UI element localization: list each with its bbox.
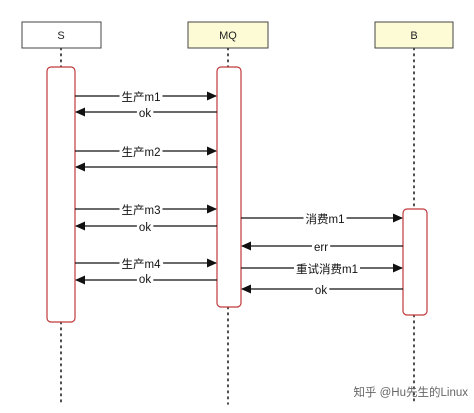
activation-mq [216,66,242,308]
message-5: 生产m3 [75,203,217,217]
message-label-background [303,212,347,226]
actor-b-label: B [410,30,417,42]
message-9: 生产m4 [75,257,217,271]
actor-s-label: S [57,30,64,42]
message-12-label: ok [315,285,327,297]
actor-s: S [21,21,102,49]
message-9-label: 生产m4 [122,257,162,271]
message-label-background [312,285,330,297]
actor-mq-box [187,21,269,49]
message-6-label: 消费m1 [306,212,345,226]
message-label-background [294,262,360,276]
message-2-label: ok [139,108,151,120]
message-label-background [119,257,164,271]
actor-b-box [374,21,454,49]
message-label-background [136,274,154,286]
message-7-label: ok [139,222,151,234]
message-8: err [241,241,403,254]
activation-b [402,208,428,316]
message-7: ok [75,221,217,234]
message-10: 重试消费m1 [241,262,403,276]
message-2: ok [75,107,217,120]
message-5-label: 生产m3 [122,203,161,217]
activation-s [46,66,76,323]
message-label-background [136,108,154,120]
message-label-background [119,145,163,159]
message-3-label: 生产m2 [122,145,161,159]
watermark-text: 知乎 @Hu先生的Linux [353,385,468,399]
message-1: 生产m1 [75,90,217,104]
actor-mq-label: MQ [219,30,237,42]
message-11: ok [75,274,217,286]
message-12: ok [241,284,403,297]
message-label-background [136,222,154,234]
message-label-background [119,90,163,104]
message-10-label: 重试消费m1 [296,262,358,276]
actor-b: B [374,21,454,49]
message-8-label: err [314,242,328,254]
message-6: 消费m1 [241,212,403,226]
actor-s-box [21,21,102,49]
actor-mq: MQ [187,21,269,49]
message-11-label: ok [139,274,151,286]
message-1-label: 生产m1 [122,90,161,104]
message-label-background [119,203,163,217]
message-3: 生产m2 [75,145,217,159]
message-label-background [311,242,331,254]
